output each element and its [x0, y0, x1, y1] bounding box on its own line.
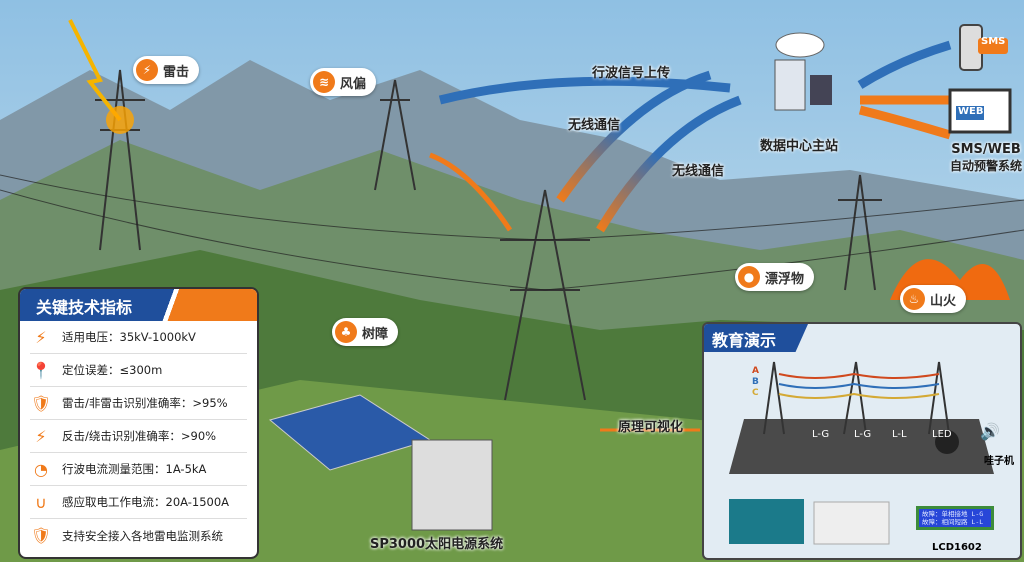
tree-icon: ♣ [335, 321, 357, 343]
edu-title: 教育演示 [704, 324, 808, 352]
key-metric-row: 🛡 支持安全接入各地雷电监测系统 [30, 519, 247, 552]
datacenter-label: 数据中心主站 [760, 139, 839, 154]
gauge-icon: ◔ [34, 459, 48, 479]
key-metric-text: 适用电压：35kV-1000kV [62, 330, 196, 344]
switch-2-label: L-G [854, 429, 872, 440]
hazard-floating: ●漂浮物 [735, 263, 815, 291]
towers [95, 69, 882, 401]
switch-3-label: L-L [892, 429, 907, 440]
lcd-label: LCD1602 [932, 542, 982, 553]
breadboard [813, 501, 890, 545]
key-tech-panel: 关键技术指标 ⚡ 适用电压：35kV-1000kV 📍 定位误差：≤300m 🛡 雷击/非… [18, 287, 259, 559]
wireless-label-1: 无线通信 [568, 118, 621, 133]
web-label: WEB [958, 106, 984, 117]
flow-arrows [429, 40, 952, 432]
hazard-fire: ♨山火 [900, 285, 967, 313]
battery-cabinet [411, 439, 493, 531]
led-label: LED [932, 429, 952, 440]
key-metric-row: ⚡ 适用电压：35kV-1000kV [30, 321, 247, 354]
demo-board [729, 361, 994, 545]
solar-system-label: SP3000太阳电源系统 [370, 537, 504, 552]
key-metric-text: 感应取电工作电流：20A-1500A [62, 495, 230, 509]
magnet-icon: ∪ [35, 492, 47, 512]
key-metric-text: 支持安全接入各地雷电监测系统 [62, 528, 223, 543]
buzzer-label: 哇子机 [984, 456, 1014, 467]
data-center-icon [774, 32, 832, 111]
principle-label: 原理可视化 [618, 420, 684, 435]
key-metric-text: 行波电流测量范围：1A-5kA [62, 462, 207, 476]
tower-strike-icon: ⚡ [35, 426, 47, 446]
key-metric-row: ◔ 行波电流测量范围：1A-5kA [30, 453, 247, 486]
key-metric-row: ∪ 感应取电工作电流：20A-1500A [30, 486, 247, 519]
key-metric-text: 反击/绕击识别准确率：>90% [62, 429, 217, 443]
power-lines [0, 174, 1024, 291]
key-metric-text: 雷击/非雷击识别准确率：>95% [62, 396, 228, 410]
shield-icon: 🛡 [30, 526, 52, 545]
key-metric-row: ⚡ 反击/绕击识别准确率：>90% [30, 420, 247, 453]
hazard-tree: ♣树障 [332, 318, 399, 346]
arduino-board [729, 499, 804, 544]
key-panel-title: 关键技术指标 [20, 289, 257, 321]
upload-label: 行波信号上传 [592, 66, 671, 81]
fire-icon: ♨ [903, 288, 925, 310]
phone-icon [959, 24, 1008, 71]
lightning-icon: ⚡ [136, 59, 158, 81]
speaker-icon: 🔊 [980, 422, 1000, 441]
key-metric-row: 📍 定位误差：≤300m [30, 354, 247, 387]
lightning-bolt [68, 19, 122, 122]
wind-icon: ≋ [313, 71, 335, 93]
buzzer [935, 430, 959, 454]
shield-lightning-icon: 🛡 [30, 393, 52, 413]
key-metric-text: 定位误差：≤300m [62, 363, 163, 377]
tower-icon: ⚡ [35, 327, 47, 347]
hazard-lightning: ⚡雷击 [133, 56, 200, 84]
wireless-label-2: 无线通信 [672, 164, 725, 179]
switch-1-label: L-G [812, 429, 830, 440]
sms-label: SMS [981, 36, 1006, 47]
balloon-icon: ● [738, 266, 760, 288]
location-ruler-icon: 📍 [31, 360, 51, 380]
monitor-icon [948, 88, 1012, 134]
key-metric-row: 🛡 雷击/非雷击识别准确率：>95% [30, 387, 247, 420]
hazard-wind: ≋风偏 [310, 68, 377, 96]
